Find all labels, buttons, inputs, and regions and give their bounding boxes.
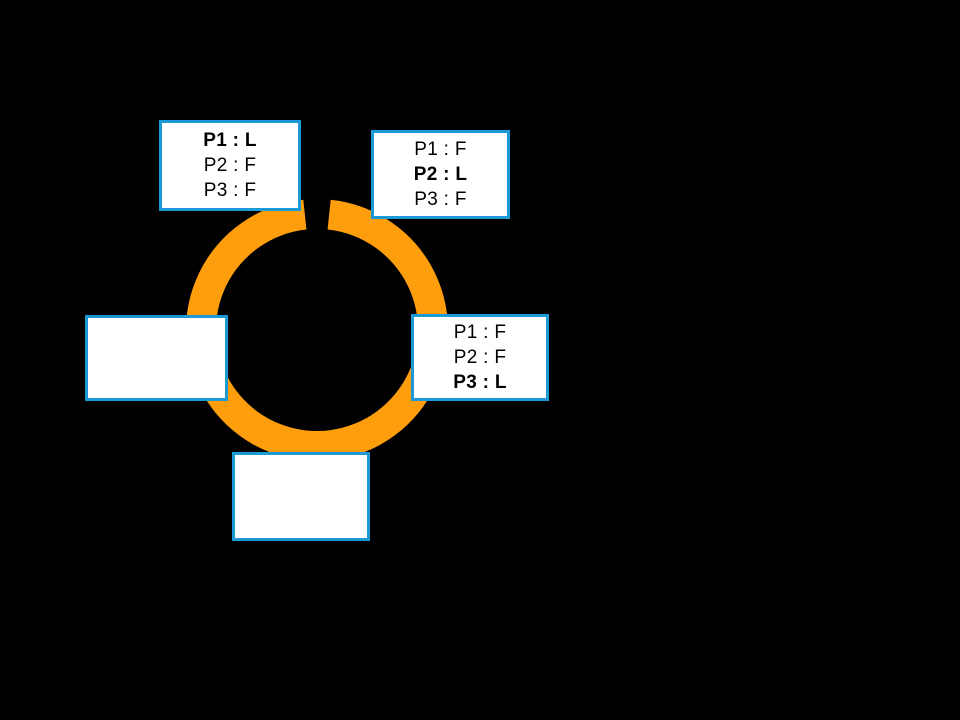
node-line: P1 : L (203, 130, 257, 151)
node-line: P1 : F (414, 139, 467, 160)
node-box-bottom[interactable] (232, 452, 370, 541)
node-line: P2 : F (203, 155, 257, 176)
node-box-left[interactable] (85, 315, 228, 401)
node-line: P2 : F (453, 347, 507, 368)
node-line: P3 : F (414, 189, 467, 210)
node-line: P3 : L (453, 372, 507, 393)
node-box-top-right[interactable]: P1 : F P2 : L P3 : F (371, 130, 510, 219)
node-box-top-left[interactable]: P1 : L P2 : F P3 : F (159, 120, 301, 211)
node-line: P3 : F (203, 180, 257, 201)
node-box-right[interactable]: P1 : F P2 : F P3 : L (411, 314, 549, 401)
node-line: P2 : L (413, 164, 468, 185)
node-line: P1 : F (453, 322, 507, 343)
